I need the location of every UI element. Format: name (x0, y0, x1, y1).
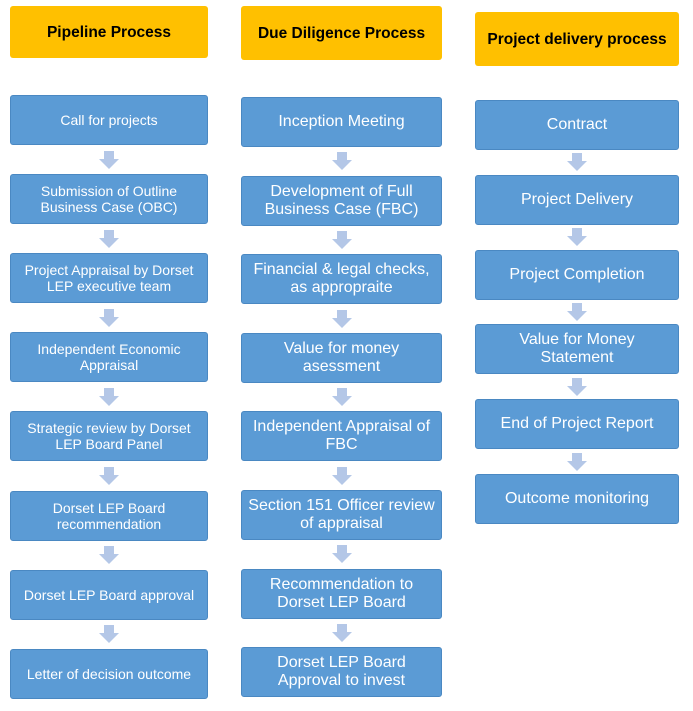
down-arrow-icon (99, 150, 119, 169)
down-arrow-icon (99, 466, 119, 485)
down-arrow-icon (331, 545, 352, 564)
down-arrow-icon (99, 229, 119, 248)
process-step: Contract (475, 100, 679, 150)
down-arrow-icon (567, 153, 587, 172)
down-arrow-icon (331, 309, 352, 328)
down-arrow-icon (567, 452, 587, 471)
process-step: Dorset LEP Board approval (10, 569, 208, 620)
down-arrow-icon (331, 623, 352, 642)
down-arrow-icon (99, 308, 119, 327)
down-arrow-icon (99, 625, 119, 644)
down-arrow-icon (567, 303, 587, 321)
process-step: Call for projects (10, 95, 208, 145)
down-arrow-icon (331, 152, 352, 171)
down-arrow-icon (99, 546, 119, 565)
process-step: Strategic review by Dorset LEP Board Pan… (10, 411, 208, 462)
process-step: Section 151 Officer review of appraisal (241, 490, 442, 540)
process-step: Financial & legal checks, as appropraite (241, 254, 442, 305)
column-header: Project delivery process (475, 12, 679, 66)
process-step: Recommendation to Dorset LEP Board (241, 568, 442, 619)
column-header: Due Diligence Process (241, 6, 442, 60)
process-step: Independent Economic Appraisal (10, 332, 208, 383)
down-arrow-icon (567, 377, 587, 396)
process-step: Dorset LEP Board Approval to invest (241, 647, 442, 698)
down-arrow-icon (567, 228, 587, 247)
process-step: Development of Full Business Case (FBC) (241, 175, 442, 226)
process-step: Project Delivery (475, 174, 679, 225)
process-step: Project Appraisal by Dorset LEP executiv… (10, 253, 208, 304)
process-step: Independent Appraisal of FBC (241, 411, 442, 462)
process-step: Outcome monitoring (475, 474, 679, 524)
process-step: Value for money asessment (241, 332, 442, 383)
down-arrow-icon (331, 466, 352, 485)
process-step: Inception Meeting (241, 97, 442, 147)
process-step: Letter of decision outcome (10, 648, 208, 699)
down-arrow-icon (331, 388, 352, 407)
process-step: Value for Money Statement (475, 324, 679, 375)
column-header: Pipeline Process (10, 6, 208, 58)
down-arrow-icon (99, 387, 119, 406)
process-step: End of Project Report (475, 399, 679, 450)
process-step: Project Completion (475, 249, 679, 300)
process-step: Submission of Outline Business Case (OBC… (10, 174, 208, 225)
down-arrow-icon (331, 230, 352, 249)
process-step: Dorset LEP Board recommendation (10, 490, 208, 541)
